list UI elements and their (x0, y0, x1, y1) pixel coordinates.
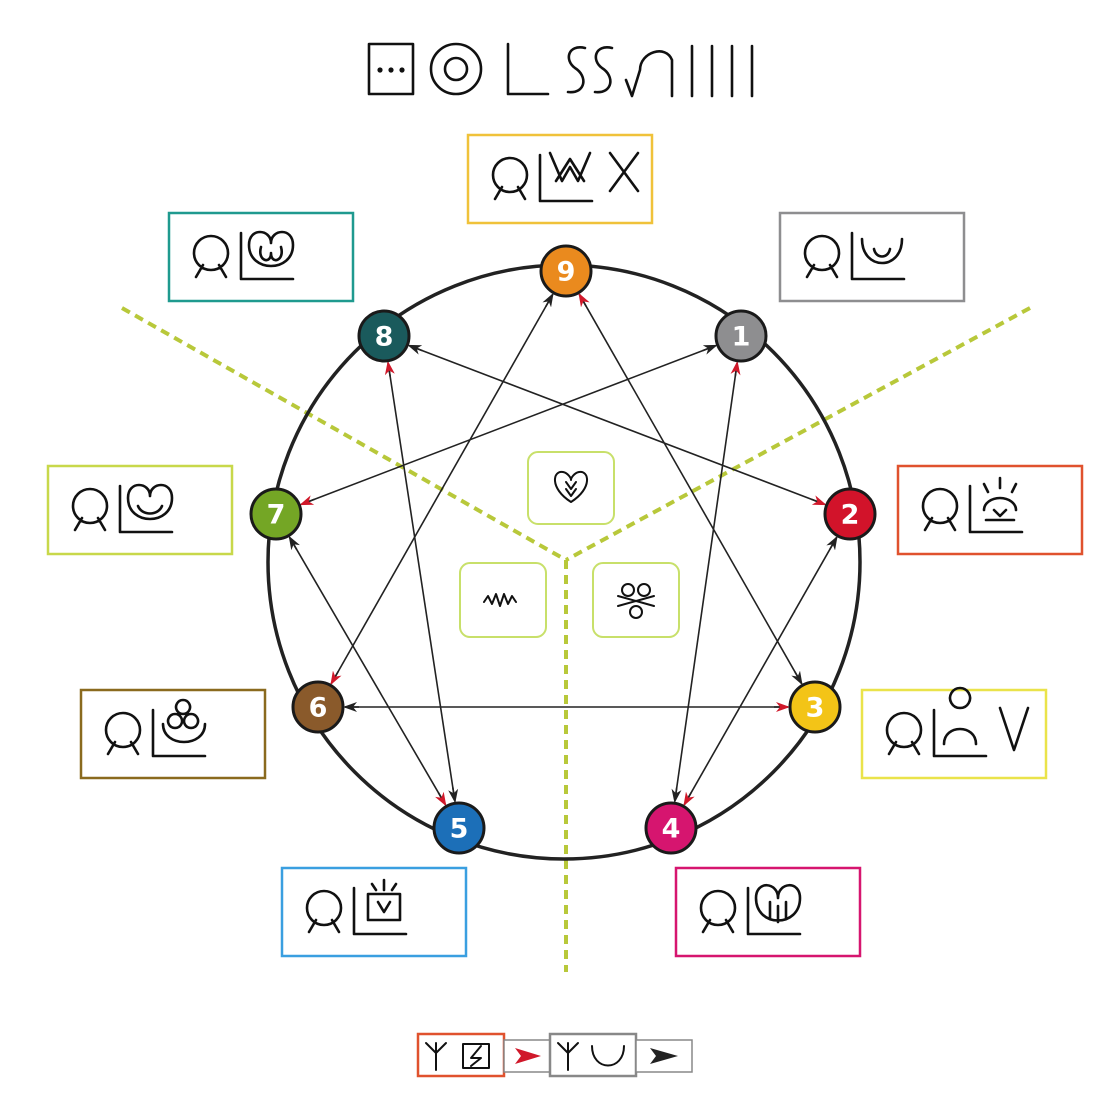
growth-arrowhead (542, 292, 554, 308)
type-glyph-icon (71, 483, 174, 534)
legend (416, 1032, 693, 1078)
angle-icon (506, 42, 550, 96)
growth-arrowhead (826, 535, 838, 551)
type-glyph-icon (885, 686, 1030, 758)
connection-7-5 (288, 536, 447, 806)
type-number: 5 (450, 814, 469, 845)
stress-arrowhead (384, 360, 395, 377)
stress-arrowhead (683, 791, 695, 807)
growth-arrow-icon (635, 1039, 693, 1073)
stress-arrowhead (435, 791, 447, 807)
divider-left (121, 306, 567, 562)
target-circle-icon (429, 42, 483, 96)
type-number: 4 (662, 814, 681, 845)
type-node-6: 6 (291, 680, 345, 734)
stress-arrowhead (578, 292, 590, 308)
type-9-label (466, 133, 654, 225)
type-number: 2 (841, 500, 860, 531)
type-labels (46, 133, 1084, 958)
connection-3-9 (578, 294, 803, 684)
type-glyph-icon (192, 230, 295, 281)
zigzag-icon (483, 593, 517, 607)
legend-growth (548, 1032, 638, 1078)
type-node-9: 9 (539, 244, 593, 298)
stress-arrowhead (730, 360, 741, 377)
type-number: 1 (732, 322, 751, 353)
legend-stress (416, 1032, 506, 1078)
type-glyph-icon (803, 231, 906, 281)
type-node-4: 4 (644, 801, 698, 855)
double-s-icon (566, 46, 614, 94)
type-node-7: 7 (249, 487, 303, 541)
type-node-5: 5 (432, 801, 486, 855)
heart-center (527, 451, 615, 525)
connection-4-1 (674, 362, 738, 802)
knot-icon (617, 583, 655, 619)
type-number: 3 (806, 693, 825, 724)
connection-5-8 (387, 362, 456, 802)
connection-8-2 (408, 344, 826, 506)
stress-arrowhead (330, 670, 342, 686)
type-1-label (778, 211, 966, 303)
type-6-label (79, 688, 267, 780)
title-glyphs (367, 42, 754, 98)
head-center (459, 562, 547, 638)
growth-arrowhead (407, 344, 423, 355)
connection-2-4 (683, 537, 838, 805)
box-dots-icon (367, 42, 415, 96)
growth-arrowhead (702, 344, 718, 355)
type-glyph-icon (104, 698, 207, 758)
type-3-label (860, 686, 1048, 780)
connection-lines (288, 292, 838, 807)
divider-right (565, 306, 1031, 562)
type-node-8: 8 (357, 309, 411, 363)
type-number: 8 (375, 322, 394, 353)
growth-arrowhead (448, 787, 459, 804)
type-8-label (167, 211, 355, 303)
type-2-label (896, 464, 1084, 556)
type-glyph-icon (699, 883, 802, 936)
type-number: 6 (309, 693, 328, 724)
triad-dividers (121, 306, 1031, 972)
growth-arrowhead (671, 787, 682, 804)
four-bars-icon (690, 44, 754, 98)
type-4-label (674, 866, 862, 958)
connection-9-6 (330, 294, 554, 684)
type-7-label (46, 464, 234, 556)
heart-icon (554, 470, 588, 503)
growth-arrowhead (288, 535, 300, 551)
type-5-label (280, 866, 468, 958)
type-glyph-icon (491, 151, 640, 203)
connection-1-7 (300, 344, 717, 506)
type-glyph-icon (305, 878, 408, 936)
stress-arrow-icon (503, 1039, 551, 1073)
gut-center (592, 562, 680, 638)
type-number: 7 (267, 500, 286, 531)
arch-check-icon (624, 50, 674, 98)
type-node-1: 1 (714, 309, 768, 363)
growth-arrowhead (791, 670, 803, 686)
type-number: 9 (557, 257, 576, 288)
type-nodes: 1 2 3 4 5 6 7 8 9 (249, 244, 877, 855)
type-glyph-icon (921, 476, 1024, 534)
stress-arrowhead (811, 495, 827, 506)
type-node-3: 3 (788, 680, 842, 734)
stress-arrowhead (299, 495, 315, 506)
type-node-2: 2 (823, 487, 877, 541)
